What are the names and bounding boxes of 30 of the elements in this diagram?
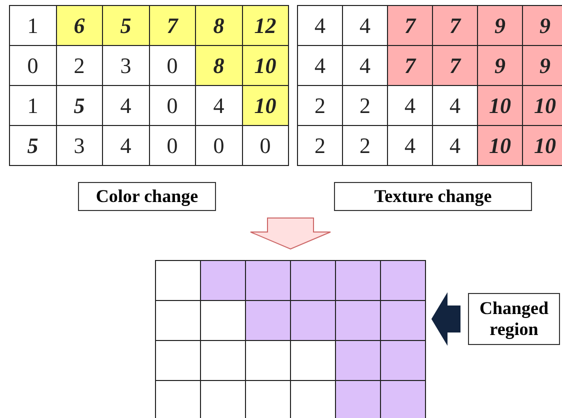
- caption-box: Changed region: [468, 293, 560, 345]
- table-cell: 7: [387, 45, 433, 86]
- table-cell: 8: [195, 45, 242, 86]
- table-cell: 0: [242, 125, 289, 166]
- table-cell: 7: [432, 5, 478, 46]
- table-cell: 9: [477, 5, 523, 46]
- table-cell: 10: [477, 85, 523, 126]
- table-cell: 9: [522, 5, 562, 46]
- block-arrow: [250, 218, 331, 250]
- table-cell: 9: [522, 45, 562, 86]
- table-cell: 7: [432, 45, 478, 86]
- table-cell: 10: [242, 85, 289, 126]
- table-cell: 12: [242, 5, 289, 46]
- table-cell: 7: [148, 5, 196, 46]
- result-grid: [155, 260, 426, 418]
- block-arrow: [431, 292, 460, 346]
- table-cell: 4: [297, 5, 343, 46]
- table-cell: 10: [477, 125, 523, 166]
- table-cell: 6: [56, 5, 103, 46]
- caption-box: Texture change: [334, 182, 532, 211]
- table-cell: 2: [297, 125, 343, 166]
- caption-box: Color change: [78, 182, 216, 211]
- table-cell: 5: [9, 125, 56, 166]
- table-cell: 10: [522, 125, 562, 166]
- table-cell: 5: [102, 5, 150, 46]
- table-cell: 8: [195, 5, 242, 46]
- table-cell: 10: [242, 45, 289, 86]
- table-cell: 9: [477, 45, 523, 86]
- table-cell: 7: [387, 5, 433, 46]
- table-cell: 10: [522, 85, 562, 126]
